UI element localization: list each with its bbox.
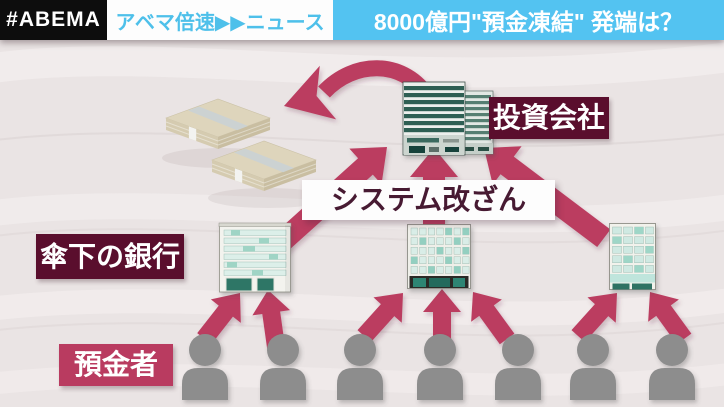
news-headline-text: 8000億円"預金凍結" 発端は？ <box>373 9 684 35</box>
person-icon <box>182 334 228 400</box>
bank-building-icon <box>218 222 292 293</box>
program-title: アベマ倍速▶▶ニュース <box>107 0 333 40</box>
person-icon <box>417 334 463 400</box>
header-bar: #ABEMA アベマ倍速▶▶ニュース 8000億円"預金凍結" 発端は？ <box>0 0 724 40</box>
depositors-row <box>182 334 695 400</box>
person-icon <box>337 334 383 400</box>
abema-logo-text: #ABEMA <box>6 8 101 31</box>
depositors-label: 預金者 <box>59 344 173 386</box>
bank-building-icon <box>609 223 656 290</box>
system-tampering-label: システム改ざん <box>302 180 555 220</box>
abema-logo: #ABEMA <box>0 0 107 40</box>
news-headline: 8000億円"預金凍結" 発端は？ <box>333 0 724 40</box>
investment-company-label: 投資会社 <box>489 97 609 139</box>
person-icon <box>570 334 616 400</box>
bank-building-icon <box>407 224 471 289</box>
person-icon <box>260 334 306 400</box>
subsidiary-banks-label: 傘下の銀行 <box>36 234 184 279</box>
money-stacks-icon <box>162 98 328 208</box>
person-icon <box>649 334 695 400</box>
person-icon <box>495 334 541 400</box>
office-building-icon <box>402 81 494 156</box>
program-title-text: アベマ倍速▶▶ニュース <box>115 11 325 34</box>
